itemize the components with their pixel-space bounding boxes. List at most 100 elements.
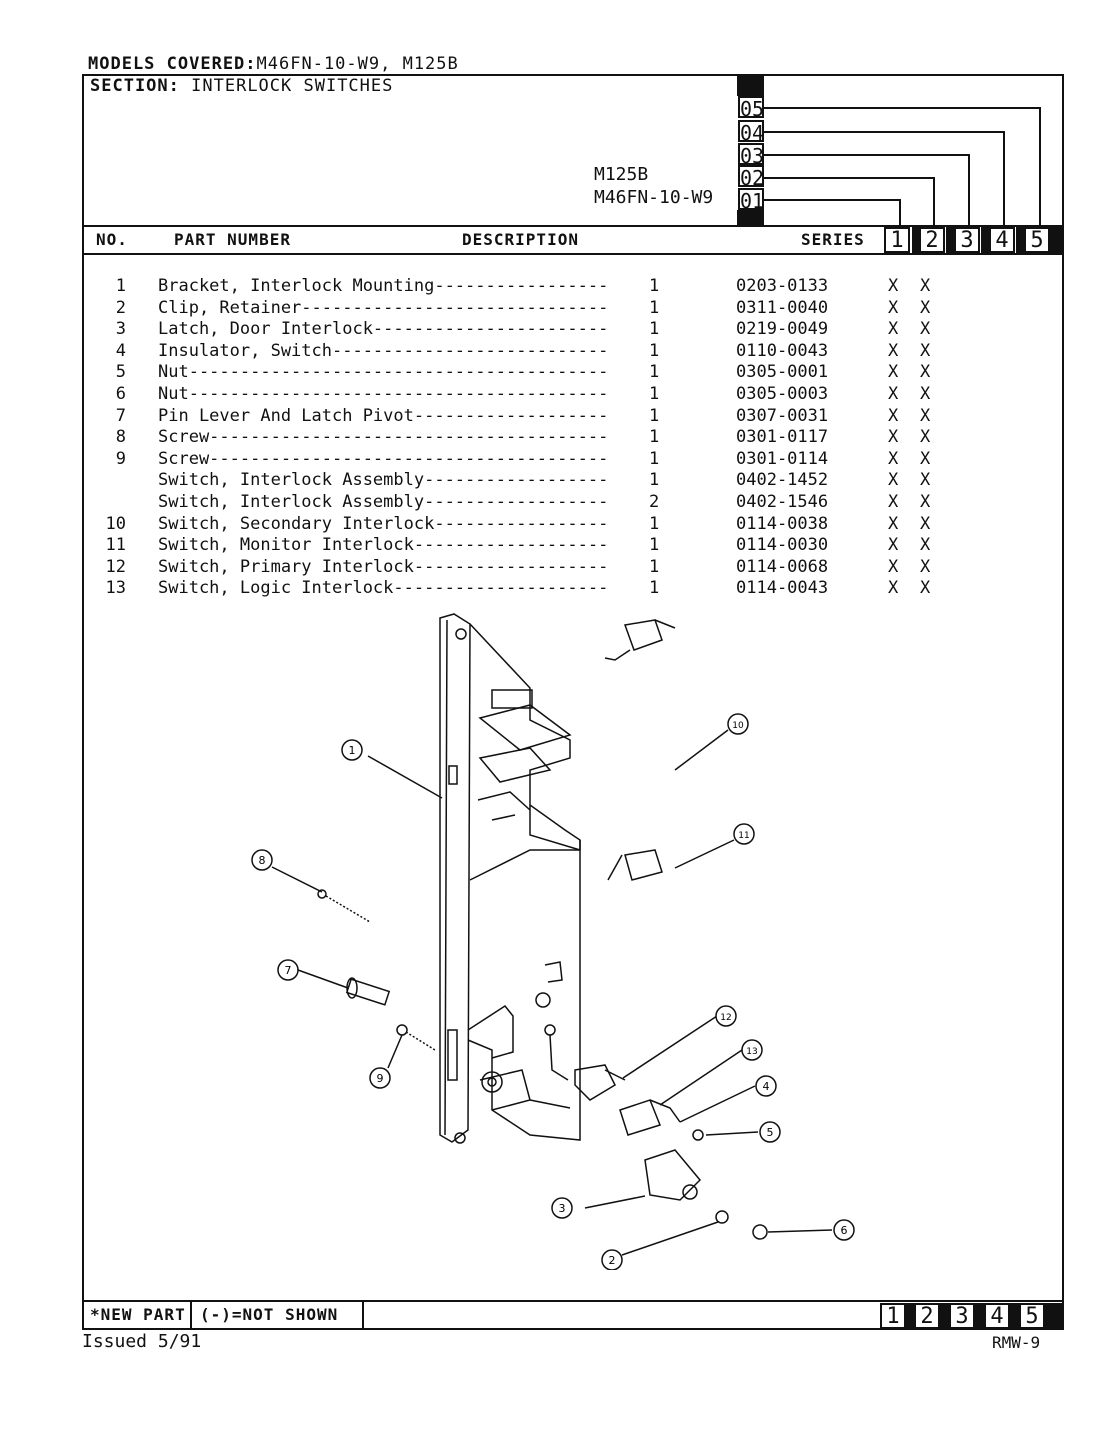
callout-circle-8: [251, 849, 273, 871]
series-1-mark: X: [888, 556, 899, 577]
part-description: Switch, Secondary Interlock-------------…: [158, 513, 609, 534]
series-1-mark: X: [888, 448, 899, 469]
part-number: 0114-0030: [736, 535, 829, 556]
series-1-mark: X: [888, 578, 899, 599]
footer-rule: [82, 1300, 1064, 1302]
code-05: 05: [738, 96, 765, 121]
footer-series-box-4: 4: [984, 1303, 1010, 1329]
col-no: NO.: [96, 230, 128, 249]
part-no: 7: [115, 405, 126, 426]
series-1-mark: X: [888, 513, 899, 534]
part-no: 10: [105, 513, 126, 534]
col-part-number: PART NUMBER: [174, 230, 291, 249]
part-no: 4: [115, 340, 126, 361]
part-quantity: 1: [649, 340, 660, 361]
part-no: 13: [105, 578, 126, 599]
part-quantity: 1: [649, 297, 660, 318]
series-box-4: 4: [989, 227, 1015, 253]
part-number: 0402-1452: [736, 470, 829, 491]
series-2-mark: X: [920, 448, 931, 469]
footer-series-box-5: 5: [1019, 1303, 1045, 1329]
models-value: M46FN-10-W9, M125B: [256, 54, 459, 74]
series-2-mark: X: [920, 578, 931, 599]
part-description: Switch, Logic Interlock-----------------…: [158, 578, 609, 599]
callout-label-4: 4: [763, 1080, 770, 1093]
callout-circle-6: [833, 1219, 855, 1241]
part-quantity: 1: [649, 556, 660, 577]
callout-circle-3: [551, 1197, 573, 1219]
series-1-mark: X: [888, 297, 899, 318]
part-no: 1: [115, 276, 126, 296]
series-2-mark: X: [920, 535, 931, 556]
not-shown-legend: (-)=NOT SHOWN: [200, 1305, 339, 1324]
header-rule-bottom: [82, 253, 1064, 255]
code-column-top: [737, 76, 764, 96]
header-rule-top: [82, 225, 1064, 227]
part-no: 9: [115, 448, 126, 469]
callout-circle-1: [341, 739, 363, 761]
part-description: Switch, Interlock Assembly--------------…: [158, 470, 609, 491]
code-04: 04: [738, 120, 765, 145]
series-2-mark: X: [920, 319, 931, 340]
part-no: 6: [115, 384, 126, 404]
part-number: 0203-0133: [736, 276, 829, 296]
code-03: 03: [738, 143, 765, 168]
part-no: 11: [105, 535, 126, 556]
part-quantity: 1: [649, 535, 660, 556]
part-description: Switch, Monitor Interlock---------------…: [158, 535, 609, 556]
footer-series-gap-5: [1045, 1303, 1063, 1329]
part-number: 0307-0031: [736, 405, 829, 426]
table-row: 2 Clip, Retainer-------------------------…: [0, 298, 1100, 319]
part-quantity: 1: [649, 513, 660, 534]
callout-label-1: 1: [349, 744, 356, 757]
callout-circle-4: [755, 1075, 777, 1097]
callout-circle-7: [277, 959, 299, 981]
code-01: 01: [738, 188, 765, 213]
part-description: Nut-------------------------------------…: [158, 384, 609, 404]
table-row: 12 Switch, Primary Interlock-------------…: [0, 557, 1100, 578]
part-description: Bracket, Interlock Mounting-------------…: [158, 276, 609, 296]
part-number: 0305-0003: [736, 384, 829, 404]
series-2-mark: X: [920, 362, 931, 383]
callout-label-6: 6: [841, 1224, 848, 1237]
series-box-2: 2: [919, 227, 945, 253]
part-quantity: 1: [649, 384, 660, 404]
part-no: 2: [115, 297, 126, 318]
part-description: Switch, Primary Interlock---------------…: [158, 556, 609, 577]
model-a-label: M125B: [594, 164, 649, 185]
model-b-label: M46FN-10-W9: [594, 187, 714, 208]
series-1-mark: X: [888, 362, 899, 383]
callout-label-12: 12: [720, 1013, 731, 1023]
part-no: 12: [105, 556, 126, 577]
callout-label-10: 10: [732, 721, 744, 731]
part-no: 5: [115, 362, 126, 383]
series-1-mark: X: [888, 319, 899, 340]
section-label: SECTION:: [90, 76, 180, 96]
parts-list-frame: [82, 74, 1064, 1330]
series-2-mark: X: [920, 297, 931, 318]
part-description: Clip, Retainer--------------------------…: [158, 297, 609, 318]
part-number: 0402-1546: [736, 492, 829, 512]
table-row: 10 Switch, Secondary Interlock-----------…: [0, 514, 1100, 535]
part-quantity: 1: [649, 470, 660, 491]
part-number: 0301-0114: [736, 448, 829, 469]
part-quantity: 1: [649, 448, 660, 469]
series-2-mark: X: [920, 513, 931, 534]
series-2-mark: X: [920, 276, 931, 296]
callout-label-8: 8: [259, 854, 266, 867]
series-gap-5: [1050, 227, 1063, 253]
part-no: 8: [115, 427, 126, 448]
part-quantity: 2: [649, 492, 660, 512]
callout-circle-12: [715, 1005, 737, 1027]
callout-circle-10: [727, 713, 749, 735]
series-2-mark: X: [920, 556, 931, 577]
footer-divider-1: [190, 1300, 192, 1330]
series-2-mark: X: [920, 470, 931, 491]
footer-series-box-3: 3: [949, 1303, 975, 1329]
